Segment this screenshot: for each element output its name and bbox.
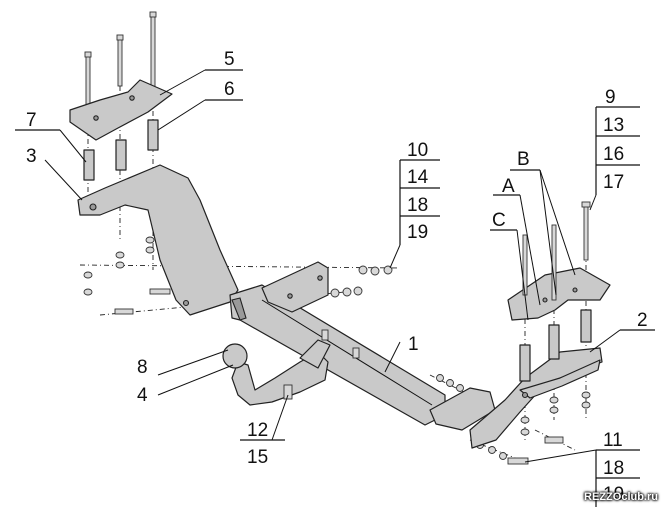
label-A: A — [502, 176, 515, 197]
label-7: 7 — [26, 110, 37, 131]
label-6: 6 — [224, 79, 235, 100]
part-labels: 5 6 7 3 9 13 16 17 10 14 18 19 B A C 2 1… — [26, 49, 648, 505]
label-12: 12 — [247, 420, 268, 441]
label-9: 9 — [605, 87, 616, 108]
left-hardware-stack — [83, 236, 171, 315]
label-C: C — [492, 210, 506, 231]
label-B: B — [517, 149, 530, 170]
right-bolts-tubes — [507, 201, 592, 465]
label-17: 17 — [603, 172, 624, 193]
label-8: 8 — [137, 357, 148, 378]
crossbar-left-flange — [261, 261, 329, 313]
right-mounting-plate — [507, 267, 611, 321]
tow-hitch-neck-4 — [231, 351, 329, 406]
crossbar-1 — [229, 284, 446, 426]
tow-ball-8 — [222, 343, 248, 369]
label-15: 15 — [247, 447, 268, 468]
site-watermark: REZZOclub.ru — [584, 491, 658, 503]
label-19-right: 19 — [603, 484, 624, 505]
spacer-tube-7 — [83, 149, 95, 181]
mounting-plate-5 — [69, 79, 173, 141]
left-side-bracket-3 — [77, 164, 239, 316]
label-19-center: 19 — [407, 222, 428, 243]
label-16: 16 — [603, 144, 624, 165]
label-13: 13 — [603, 115, 624, 136]
label-10: 10 — [407, 140, 428, 161]
spacer-tube-6 — [147, 119, 159, 151]
label-18-center: 18 — [407, 195, 428, 216]
label-5: 5 — [224, 49, 235, 70]
hitch-bolt-12 — [283, 384, 293, 400]
label-2: 2 — [637, 310, 648, 331]
label-rules — [15, 69, 655, 507]
label-1: 1 — [408, 334, 419, 355]
label-11: 11 — [603, 430, 623, 451]
label-4: 4 — [137, 385, 148, 406]
label-3: 3 — [26, 146, 37, 167]
label-18-right: 18 — [603, 458, 624, 479]
label-14: 14 — [407, 167, 429, 188]
